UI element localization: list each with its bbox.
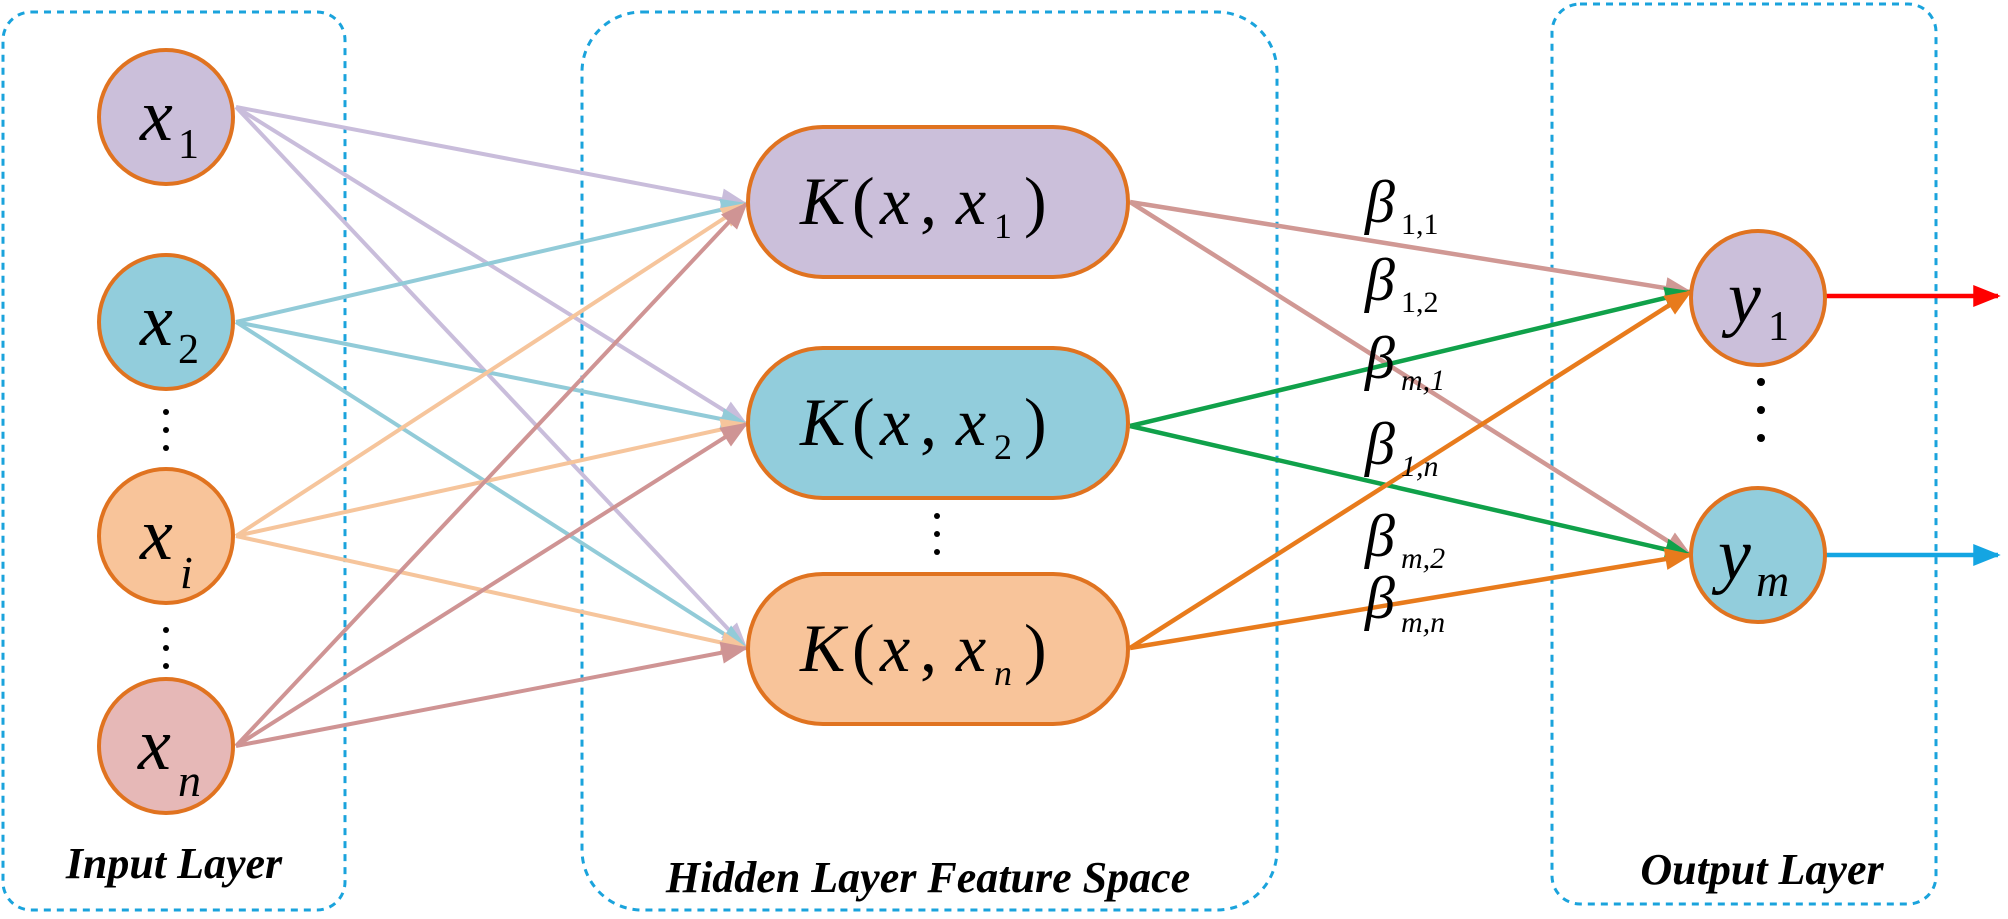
svg-text:): ) [1024, 163, 1047, 239]
svg-text:,: , [920, 610, 937, 686]
edge-kn-to-y1 [1128, 290, 1693, 650]
node-subscript: 1 [178, 122, 199, 168]
hidden-node-k2: K ( x , x 2 ) [746, 346, 1130, 500]
svg-text:(: ( [852, 610, 875, 686]
node-subscript: m [1756, 555, 1789, 606]
input-ellipsis-top [163, 409, 169, 451]
hidden-ellipsis [934, 513, 940, 555]
edge-k2-to-ym [1129, 423, 1693, 561]
svg-text:(: ( [852, 384, 875, 460]
svg-text:(: ( [852, 163, 875, 239]
svg-text:β: β [1364, 169, 1395, 235]
weight-beta-m-2: β m,2 [1364, 503, 1445, 575]
svg-text:1,2: 1,2 [1401, 286, 1439, 319]
edge-xn-to-k2 [234, 422, 749, 748]
node-subscript: 1 [1768, 304, 1789, 350]
edge-xn-to-k1 [234, 201, 748, 748]
input-node-xn: x n [97, 677, 235, 815]
node-subscript: n [178, 755, 201, 806]
weight-beta-m-1: β m,1 [1364, 325, 1445, 397]
svg-text:m,2: m,2 [1401, 542, 1445, 575]
output-node-y1: y 1 [1689, 229, 1827, 367]
kernel-subscript: 2 [994, 427, 1012, 467]
svg-text:): ) [1024, 384, 1047, 460]
hidden-node-k1: K ( x , x 1 ) [746, 125, 1130, 279]
output-node-ym: y m [1689, 486, 1827, 624]
svg-text:β: β [1364, 503, 1395, 569]
kernel-arg: x [879, 610, 910, 686]
weight-beta-m-n: β m,n [1364, 565, 1445, 639]
hidden-layer-title: Hidden Layer Feature Space [665, 853, 1190, 902]
edge-xi-to-kn [235, 534, 749, 654]
kernel-base: x [955, 610, 986, 686]
edge-xn-to-kn [235, 641, 749, 748]
node-label: x [139, 494, 173, 576]
kernel-func: K [799, 163, 849, 239]
output-layer-box [1550, 2, 1938, 906]
weight-labels: β 1,1 β 1,2 β m,1 β 1,n β m,2 β m,n [1364, 169, 1445, 639]
edge-xi-to-k2 [235, 418, 749, 538]
kernel-arg: x [879, 384, 910, 460]
svg-text:1,n: 1,n [1401, 450, 1439, 483]
svg-text:m,n: m,n [1401, 606, 1445, 639]
input-layer-box [1, 10, 347, 912]
output-layer-title: Output Layer [1640, 845, 1884, 894]
hidden-node-kn: K ( x , x n ) [746, 572, 1130, 726]
input-node-x2: x 2 [97, 253, 235, 391]
edge-x2-to-k1 [235, 198, 749, 324]
kernel-subscript: 1 [994, 206, 1012, 246]
edge-kn-to-ym [1129, 548, 1693, 651]
svg-text:β: β [1364, 325, 1395, 391]
svg-text:β: β [1364, 565, 1395, 631]
node-subscript: 2 [178, 327, 199, 373]
edge-k1-to-ym [1128, 200, 1693, 557]
kernel-base: x [955, 384, 986, 460]
input-ellipsis-bottom [163, 627, 169, 669]
node-label: x [137, 704, 171, 786]
edge-k2-to-y1 [1129, 287, 1693, 429]
kernel-arg: x [879, 163, 910, 239]
output-ellipsis [1757, 378, 1765, 442]
edge-xi-to-k1 [234, 202, 749, 538]
input-layer-title: Input Layer [65, 839, 283, 888]
svg-text:m,1: m,1 [1401, 364, 1445, 397]
edges [234, 105, 2001, 748]
weight-beta-1-n: β 1,n [1364, 411, 1439, 483]
input-node-xi: x i [97, 467, 235, 605]
svg-text:): ) [1024, 610, 1047, 686]
edge-x2-to-k2 [235, 320, 749, 430]
svg-text:β: β [1364, 247, 1395, 313]
input-node-x1: x 1 [97, 48, 235, 186]
edge-k1-to-y1 [1129, 199, 1693, 299]
svg-text:β: β [1364, 411, 1395, 477]
node-label: x [139, 75, 173, 157]
edge-x1-to-k2 [234, 105, 749, 426]
edge-x2-to-kn [234, 320, 749, 650]
kernel-func: K [799, 384, 849, 460]
kernel-subscript: n [994, 653, 1012, 693]
node-label: x [139, 280, 173, 362]
weight-beta-1-2: β 1,2 [1364, 247, 1439, 319]
svg-text:1,1: 1,1 [1401, 208, 1439, 241]
edge-x1-to-kn [234, 105, 748, 651]
svg-text:,: , [920, 384, 937, 460]
weight-beta-1-1: β 1,1 [1364, 169, 1439, 241]
edge-x1-to-k1 [235, 105, 749, 211]
node-label: y [1721, 257, 1761, 339]
node-label: y [1711, 514, 1751, 596]
kernel-func: K [799, 610, 849, 686]
kernel-base: x [955, 163, 986, 239]
node-subscript: i [180, 547, 193, 598]
svg-text:,: , [920, 163, 937, 239]
